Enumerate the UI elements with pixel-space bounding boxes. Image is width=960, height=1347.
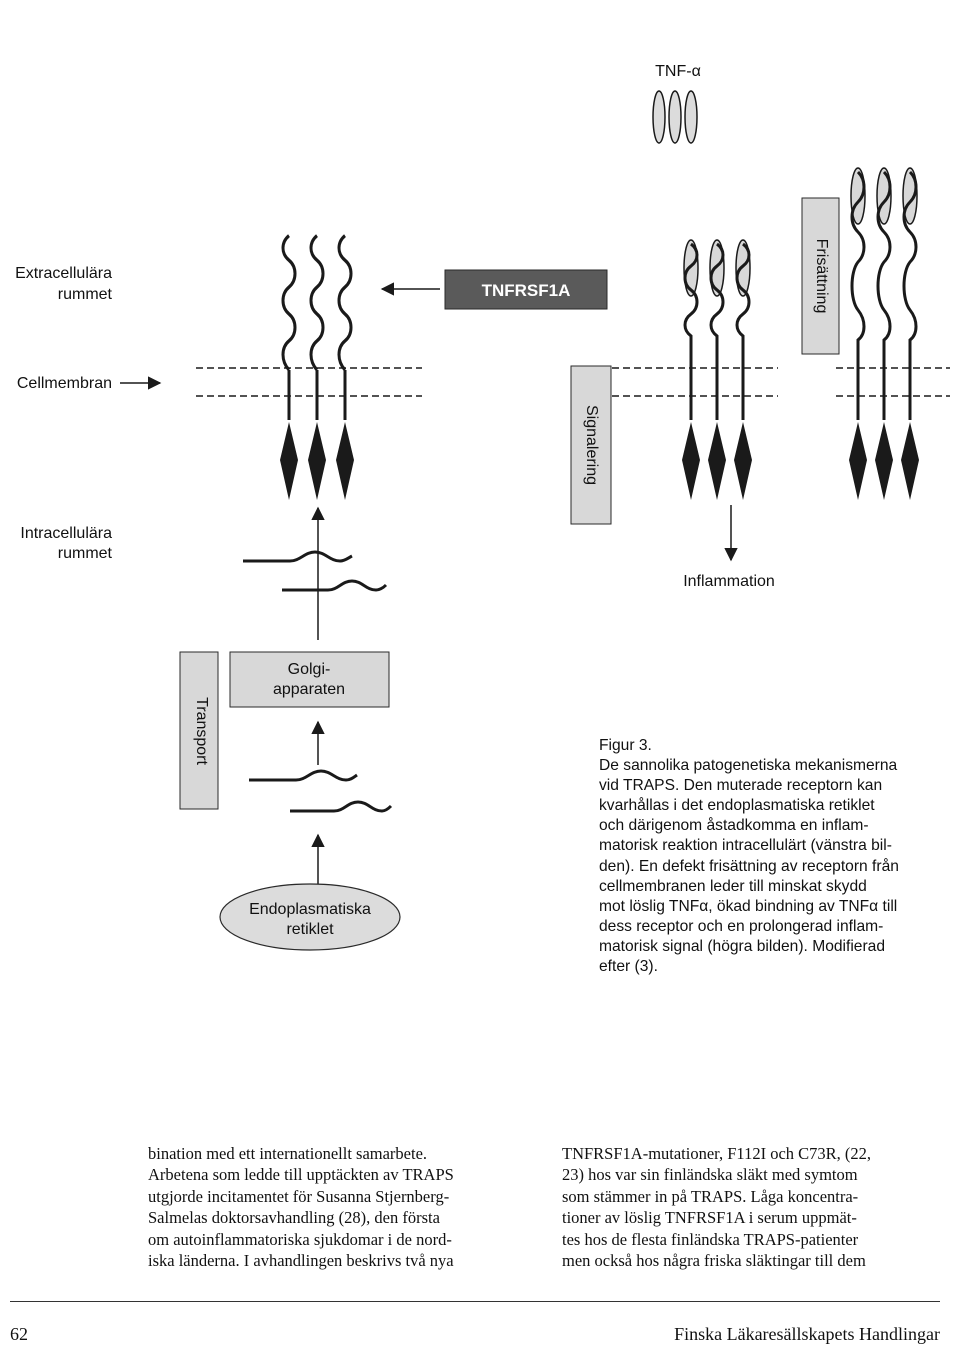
tnfrsf1a-box	[444, 269, 608, 310]
er-ellipse	[219, 883, 401, 951]
intracellular-label-1: Intracellulära	[20, 525, 112, 542]
receptors-right	[849, 167, 919, 500]
body-line: TNFRSF1A-mutationer, F112I och C73R, (22…	[562, 1144, 872, 1163]
caption-line: De sannolika patogenetiska mekanismerna	[599, 757, 898, 775]
caption-line: och därigenom åstadkomma en inflam-	[599, 817, 869, 835]
intracellular-label-2: rummet	[58, 545, 113, 562]
body-line: 23) hos var sin finländska släkt med sym…	[562, 1165, 858, 1185]
er-label-1: Endoplasmatiska	[249, 901, 371, 918]
body-line: bination med ett internationellt samarbe…	[148, 1144, 428, 1163]
extracellular-label-2: rummet	[58, 286, 113, 303]
inflammation-label: Inflammation	[683, 573, 775, 590]
golgi-label-1: Golgi-	[288, 661, 331, 678]
body-line: men också hos några friska släktingar ti…	[562, 1251, 866, 1271]
figure-caption: Figur 3. De sannolika patogenetiska meka…	[599, 736, 944, 977]
figure-diagram: TNF-α Extracellulära rummet Cellmembran …	[15, 63, 950, 951]
body-line: utgjorde incitamentet för Susanna Stjern…	[148, 1186, 450, 1206]
journal-name: Finska Läkaresällskapets Handlingar	[674, 1324, 940, 1344]
golgi-label-2: apparaten	[273, 681, 345, 698]
caption-line: matorisk reaktion intracellulärt (vänstr…	[599, 837, 892, 855]
receptors-left	[280, 233, 354, 500]
body-line: tioner av löslig TNFRSF1A i serum uppmät…	[562, 1208, 857, 1228]
caption-line: vid TRAPS. Den muterade receptorn kan	[599, 777, 883, 795]
cellmembrane-label: Cellmembran	[17, 375, 112, 392]
protein-strands-upper	[243, 550, 388, 592]
page-number: 62	[10, 1324, 28, 1344]
caption-line: den). En defekt frisättning av receptorn…	[599, 857, 899, 875]
caption-line: efter (3).	[599, 958, 658, 976]
caption-line: cellmembranen leder till minskat skydd	[599, 877, 867, 895]
body-line: tes hos de flesta finländska TRAPS-patie…	[562, 1229, 859, 1249]
body-column-right: TNFRSF1A-mutationer, F112I och C73R, (22…	[562, 1143, 942, 1271]
tnfrsf1a-label: TNFRSF1A	[482, 281, 571, 300]
caption-line: dess receptor och en prolongerad inflam-	[599, 917, 884, 935]
caption-line: mot löslig TNFα, ökad bindning av TNFα t…	[599, 897, 898, 915]
tnf-alpha-trimer	[652, 90, 698, 144]
extracellular-label-1: Extracellulära	[15, 265, 112, 282]
footer-rule	[10, 1301, 940, 1302]
er-label-2: retiklet	[286, 921, 334, 938]
tnf-alpha-label: TNF-α	[655, 63, 701, 80]
signalering-label: Signalering	[583, 405, 600, 485]
body-line: Salmelas doktorsavhandling (28), den för…	[148, 1208, 440, 1228]
body-line: om autoinflammatoriska sjukdomar i de no…	[148, 1229, 452, 1249]
frisattning-box	[801, 197, 840, 355]
body-line: iska länderna. I avhandlingen beskrivs t…	[148, 1251, 454, 1271]
body-line: Arbetena som ledde till upptäckten av TR…	[148, 1165, 454, 1185]
caption-line: Figur 3.	[599, 737, 652, 754]
body-column-left: bination med ett internationellt samarbe…	[148, 1143, 528, 1271]
protein-strands-lower	[249, 769, 393, 813]
frisattning-label: Frisättning	[813, 239, 830, 314]
signalering-box	[570, 365, 612, 525]
cell-membrane	[196, 367, 950, 397]
receptors-middle	[682, 239, 752, 500]
transport-label: Transport	[193, 697, 210, 765]
body-line: som stämmer in på TRAPS. Låga koncentra-	[562, 1186, 859, 1206]
golgi-box	[229, 651, 390, 708]
caption-line: kvarhållas i det endoplasmatiska retikle…	[599, 797, 875, 815]
caption-line: matorisk signal (högra bilden). Modifier…	[599, 937, 886, 955]
transport-box	[179, 651, 219, 810]
